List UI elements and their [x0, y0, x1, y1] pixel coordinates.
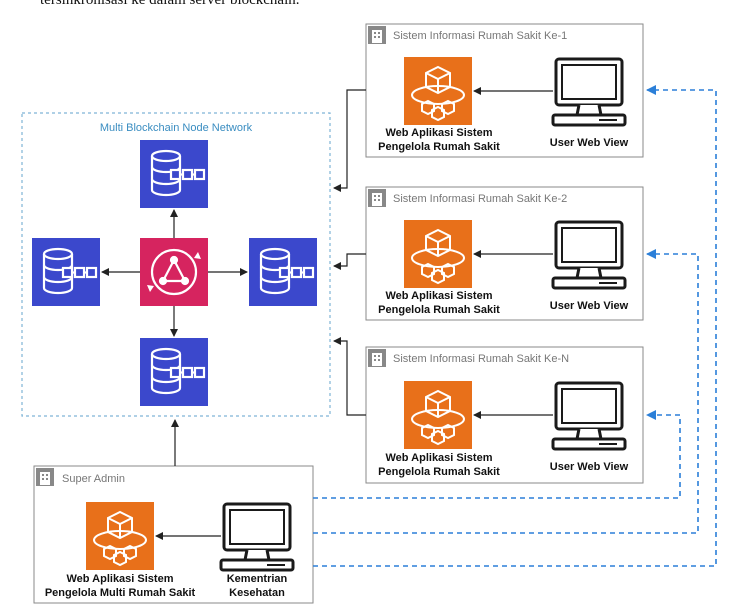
- blockchain-node-bottom-icon: [138, 336, 210, 408]
- hospital-group-n: Sistem Informasi Rumah Sakit Ke-N Web Ap…: [365, 346, 644, 484]
- cube-app-icon: [403, 56, 473, 126]
- hospital-2-app-line2: Pengelola Rumah Sakit: [378, 304, 500, 316]
- admin-user-line1: Kementrian: [227, 573, 288, 585]
- hospital-n-app-line1: Web Aplikasi Sistem: [386, 452, 493, 464]
- hospital-1-app-line2: Pengelola Rumah Sakit: [378, 141, 500, 153]
- blockchain-hub-icon: [140, 238, 208, 306]
- computer-monitor-icon: [551, 57, 627, 127]
- admin-app-line2: Pengelola Multi Rumah Sakit: [45, 587, 196, 599]
- blockchain-node-top-icon: [138, 138, 210, 210]
- building-icon: [36, 468, 54, 486]
- cube-app-icon: [403, 219, 473, 289]
- hospital-2-user: User Web View: [550, 300, 629, 312]
- blockchain-node-right-icon: [247, 236, 319, 308]
- computer-monitor-icon: [551, 220, 627, 290]
- building-icon: [368, 349, 386, 367]
- admin-title: Super Admin: [62, 473, 125, 485]
- admin-app-line1: Web Aplikasi Sistem: [67, 573, 174, 585]
- hospital-n-user: User Web View: [550, 461, 629, 473]
- super-admin-group: Super Admin Web Aplikasi Sistem Pengelol…: [33, 465, 314, 604]
- building-icon: [368, 189, 386, 207]
- hospital-1-title: Sistem Informasi Rumah Sakit Ke-1: [393, 30, 567, 42]
- hospital-group-2: Sistem Informasi Rumah Sakit Ke-2 Web Ap…: [365, 186, 644, 321]
- network-title: Multi Blockchain Node Network: [100, 122, 253, 134]
- hospital-group-1: Sistem Informasi Rumah Sakit Ke-1 Web Ap…: [365, 23, 644, 158]
- blockchain-node-left-icon: [30, 236, 102, 308]
- cube-app-icon: [85, 501, 155, 571]
- hospital-2-title: Sistem Informasi Rumah Sakit Ke-2: [393, 193, 567, 205]
- computer-monitor-icon: [219, 502, 295, 572]
- hospital-1-app-line1: Web Aplikasi Sistem: [386, 127, 493, 139]
- computer-monitor-icon: [551, 381, 627, 451]
- hospital-n-app-line2: Pengelola Rumah Sakit: [378, 466, 500, 478]
- hospital-2-app-line1: Web Aplikasi Sistem: [386, 290, 493, 302]
- admin-dashed-links: [313, 85, 717, 567]
- hospital-n-title: Sistem Informasi Rumah Sakit Ke-N: [393, 353, 569, 365]
- cube-app-icon: [403, 380, 473, 450]
- admin-user-line2: Kesehatan: [229, 587, 285, 599]
- building-icon: [368, 26, 386, 44]
- network-group-border: [21, 112, 331, 417]
- hospital-1-user: User Web View: [550, 137, 629, 149]
- caption-fragment: tersinkronisasi ke dalam server blockcha…: [40, 0, 300, 8]
